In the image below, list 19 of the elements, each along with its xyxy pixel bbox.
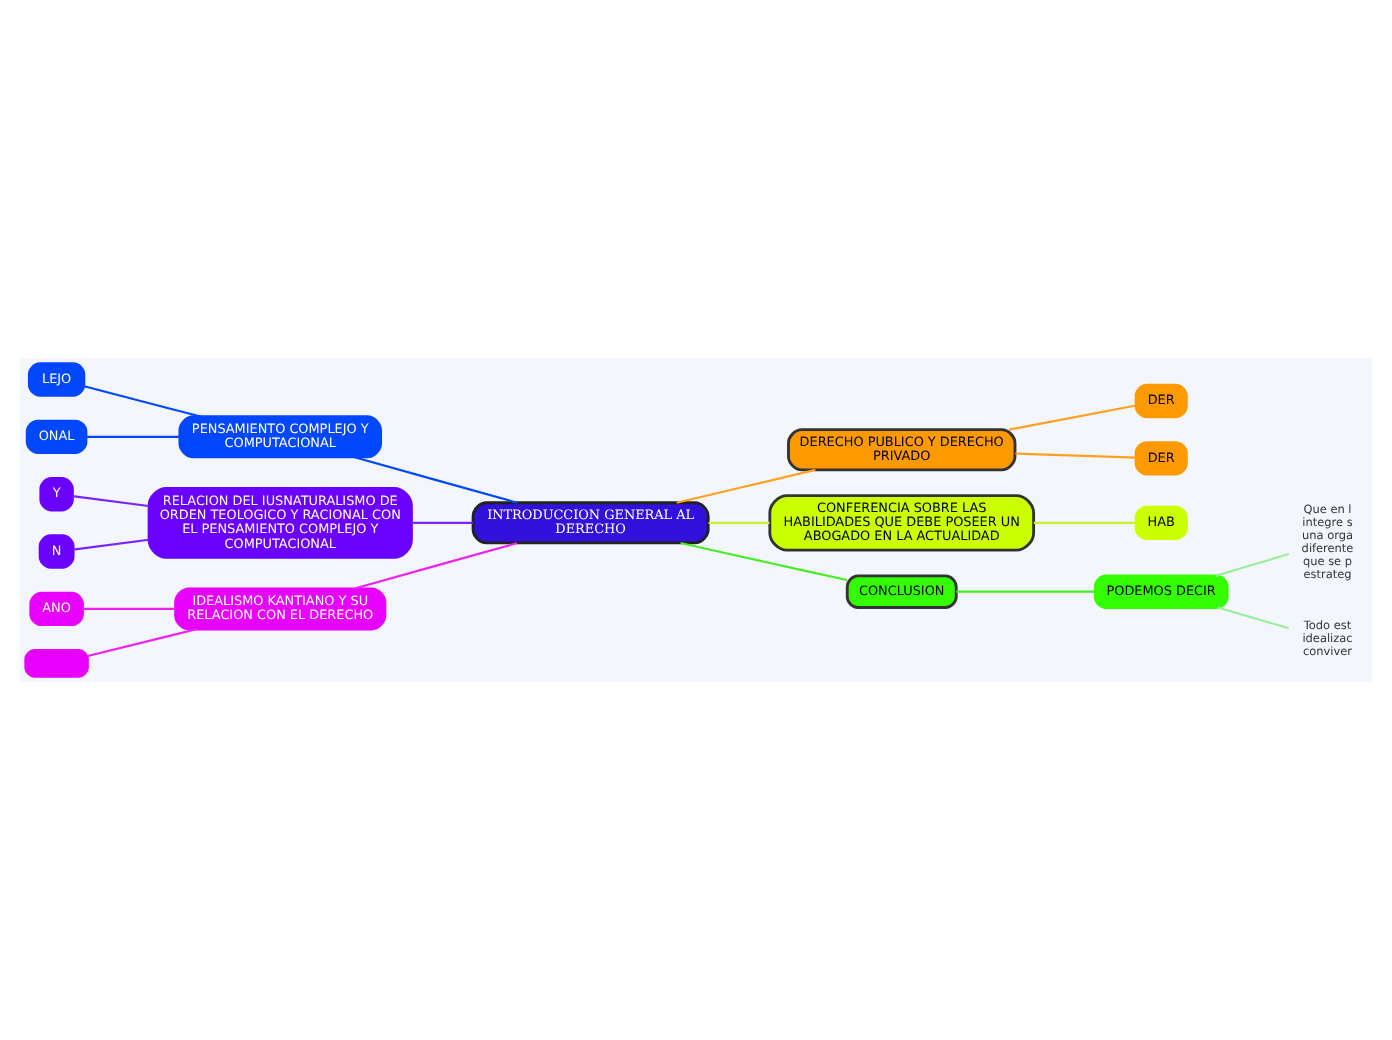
connector xyxy=(1033,521,1136,524)
connector xyxy=(708,521,770,524)
connector xyxy=(676,468,816,504)
connector xyxy=(1217,606,1289,630)
node-box xyxy=(24,649,89,678)
connector xyxy=(956,590,1095,593)
connector xyxy=(73,538,149,551)
connector xyxy=(353,542,518,590)
connector xyxy=(83,385,202,418)
connector xyxy=(72,495,149,507)
connector xyxy=(680,541,848,582)
connector xyxy=(353,456,518,504)
connector xyxy=(86,435,180,438)
connector xyxy=(411,521,473,524)
connector xyxy=(82,607,176,610)
connector xyxy=(1015,452,1136,459)
connector xyxy=(1215,553,1290,577)
connector xyxy=(1008,404,1137,431)
connector xyxy=(87,627,198,658)
